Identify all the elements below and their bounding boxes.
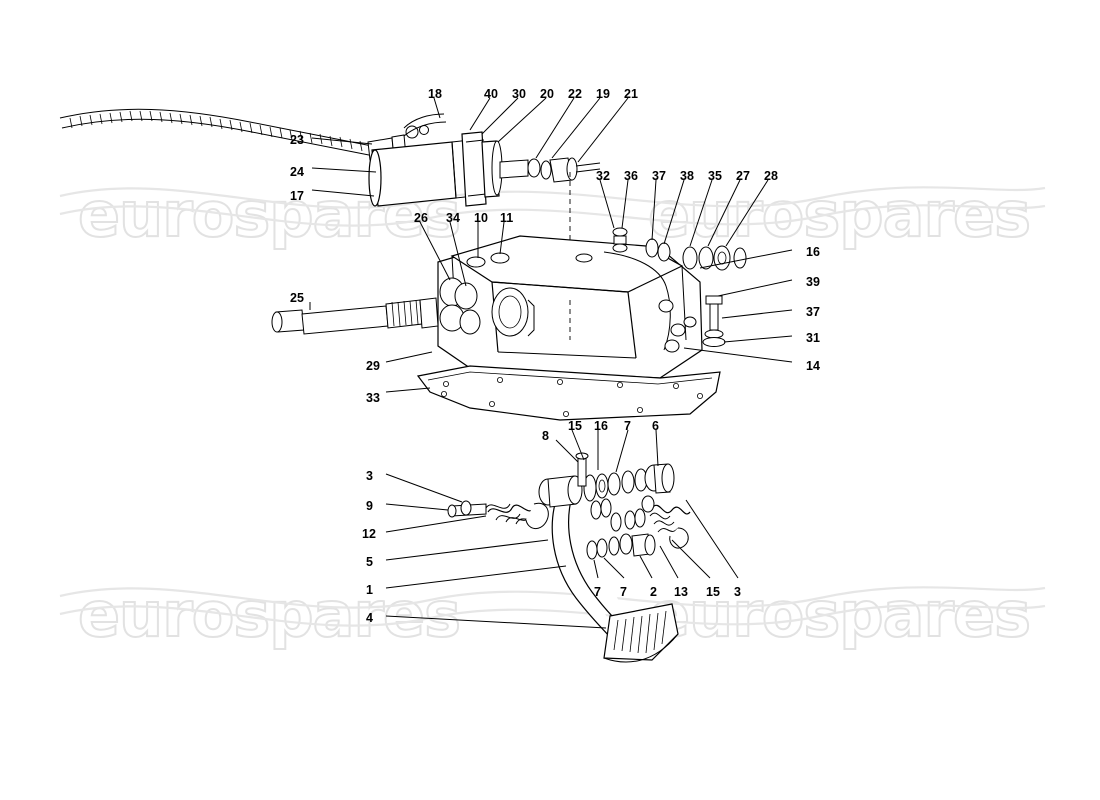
watermark-top-left: eurospares bbox=[77, 177, 462, 252]
callout-33: 33 bbox=[366, 391, 380, 405]
callout-11: 11 bbox=[500, 211, 514, 225]
callout-7-lower-a: 7 bbox=[594, 585, 601, 599]
callout-3-left: 3 bbox=[366, 469, 373, 483]
callout-36: 36 bbox=[624, 169, 638, 183]
callout-35: 35 bbox=[708, 169, 722, 183]
watermark-ribbons bbox=[59, 186, 1046, 627]
callout-17: 17 bbox=[290, 189, 304, 203]
callout-15-upper: 15 bbox=[568, 419, 582, 433]
callout-27: 27 bbox=[736, 169, 750, 183]
callout-26: 26 bbox=[414, 211, 428, 225]
callout-4: 4 bbox=[366, 611, 373, 625]
callout-6: 6 bbox=[652, 419, 659, 433]
callout-18: 18 bbox=[428, 87, 442, 101]
callout-16-pedal: 16 bbox=[594, 419, 608, 433]
callout-3-right: 3 bbox=[734, 585, 741, 599]
callout-30: 30 bbox=[512, 87, 526, 101]
callout-21: 21 bbox=[624, 87, 638, 101]
callout-37-upper: 37 bbox=[652, 169, 666, 183]
callout-7-upper: 7 bbox=[624, 419, 631, 433]
callout-38: 38 bbox=[680, 169, 694, 183]
callout-23: 23 bbox=[290, 133, 304, 147]
callout-22: 22 bbox=[568, 87, 582, 101]
callout-2: 2 bbox=[650, 585, 657, 599]
callout-7-lower-b: 7 bbox=[620, 585, 627, 599]
callout-20: 20 bbox=[540, 87, 554, 101]
callout-16-right: 16 bbox=[806, 245, 820, 259]
callout-15-lower: 15 bbox=[706, 585, 720, 599]
callout-32: 32 bbox=[596, 169, 610, 183]
callout-5: 5 bbox=[366, 555, 373, 569]
callout-39: 39 bbox=[806, 275, 820, 289]
callout-13: 13 bbox=[674, 585, 688, 599]
callout-1: 1 bbox=[366, 583, 373, 597]
watermark-top-right: eurospares bbox=[647, 177, 1032, 252]
callout-10: 10 bbox=[474, 211, 488, 225]
callout-12: 12 bbox=[362, 527, 376, 541]
callout-31: 31 bbox=[806, 331, 820, 345]
callout-24: 24 bbox=[290, 165, 304, 179]
callout-40: 40 bbox=[484, 87, 498, 101]
callout-8: 8 bbox=[542, 429, 549, 443]
callout-37-lower: 37 bbox=[806, 305, 820, 319]
callout-29: 29 bbox=[366, 359, 380, 373]
callout-28: 28 bbox=[764, 169, 778, 183]
watermark-bottom-left: eurospares bbox=[77, 577, 462, 652]
callout-19: 19 bbox=[596, 87, 610, 101]
callout-34: 34 bbox=[446, 211, 460, 225]
callout-9: 9 bbox=[366, 499, 373, 513]
callout-14: 14 bbox=[806, 359, 820, 373]
callout-25: 25 bbox=[290, 291, 304, 305]
